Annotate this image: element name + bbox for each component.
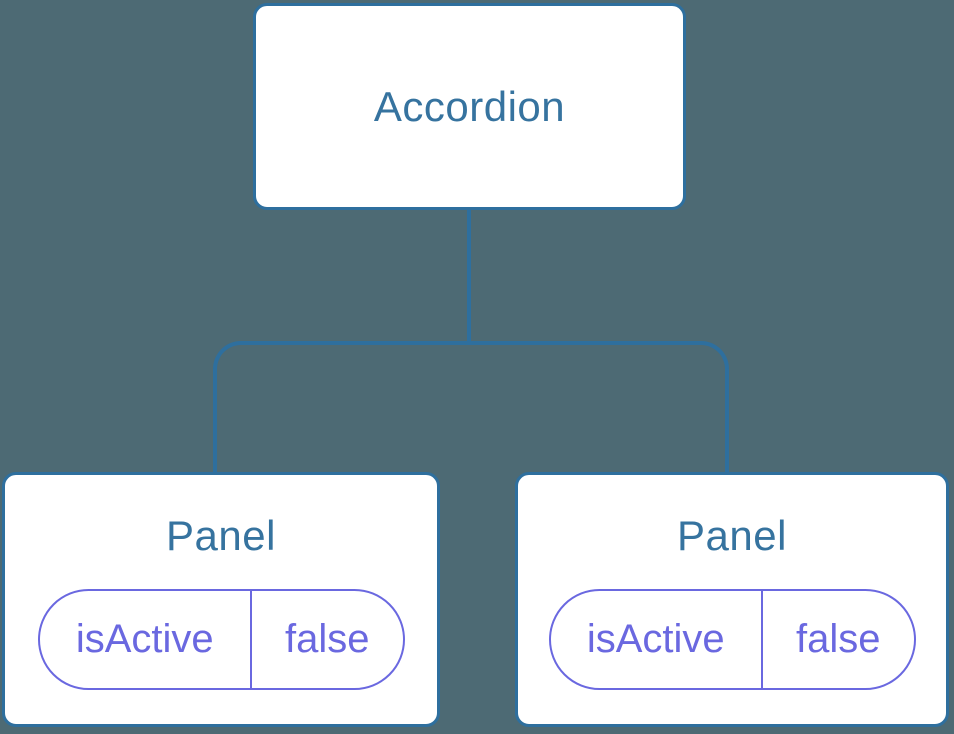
state-pill: isActive false	[37, 589, 405, 690]
panel-left-label: Panel	[166, 512, 276, 559]
connector-stem	[467, 208, 471, 344]
panel-right-label: Panel	[677, 512, 787, 559]
accordion-node-label: Accordion	[373, 82, 566, 130]
tree-node-panel-right: Panel isActive false	[515, 472, 949, 727]
state-key: isActive	[40, 591, 253, 688]
tree-node-accordion: Accordion	[253, 3, 686, 210]
tree-node-panel-left: Panel isActive false	[2, 472, 440, 727]
state-value: false	[285, 617, 370, 661]
state-value: false	[796, 617, 881, 661]
state-key: isActive	[551, 591, 764, 688]
connector-branch	[213, 341, 729, 472]
state-pill: isActive false	[548, 589, 916, 690]
